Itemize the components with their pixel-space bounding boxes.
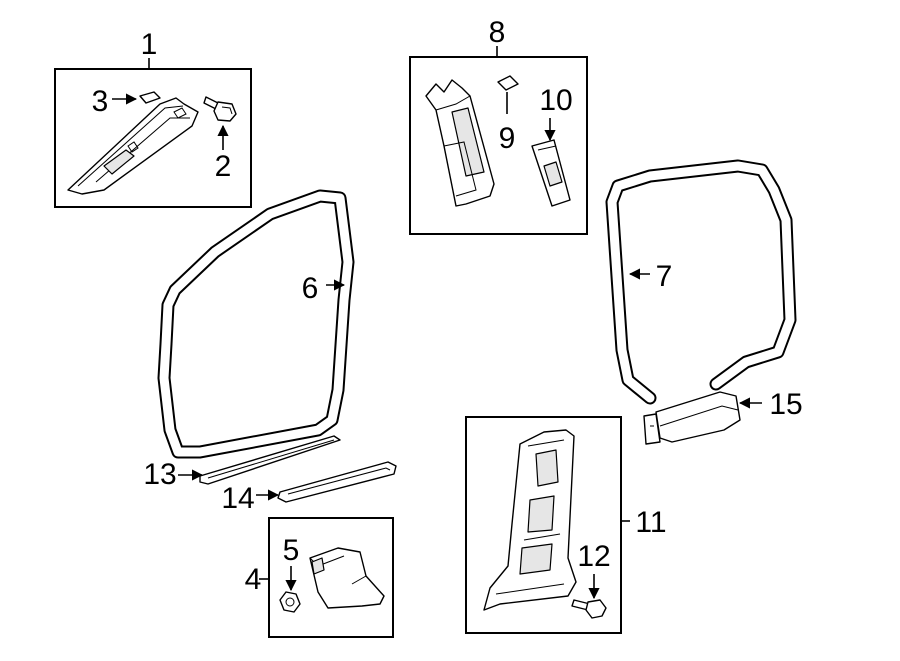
callout-11: 11 bbox=[635, 506, 666, 539]
clip-part-9 bbox=[497, 75, 519, 91]
group-8-box bbox=[409, 56, 588, 235]
nut-part bbox=[279, 591, 301, 613]
front-scuff-plate bbox=[199, 435, 341, 485]
door-scuff-plate bbox=[277, 461, 397, 503]
cowl-side-trim-part bbox=[309, 547, 385, 609]
group-11-lower-center-pillar: 11 12 bbox=[465, 416, 667, 634]
pillar-garnish-part bbox=[67, 97, 199, 195]
callout-4: 4 bbox=[245, 563, 262, 596]
callout-10: 10 bbox=[539, 84, 572, 117]
front-door-weatherstrip bbox=[157, 189, 355, 459]
callout-2: 2 bbox=[215, 150, 232, 183]
callout-13: 13 bbox=[143, 458, 176, 491]
rear-door-weatherstrip bbox=[605, 159, 797, 405]
bolt-part-12 bbox=[571, 599, 607, 619]
group-4-cowl-side-trim: 4 5 bbox=[245, 517, 394, 638]
callout-14: 14 bbox=[221, 482, 254, 515]
callout-3: 3 bbox=[92, 85, 109, 118]
callout-5: 5 bbox=[283, 534, 300, 567]
callout-1: 1 bbox=[141, 28, 158, 61]
bolt-part bbox=[203, 96, 237, 122]
callout-8: 8 bbox=[489, 16, 506, 49]
rear-scuff-bracket bbox=[643, 391, 741, 445]
group-1-box bbox=[54, 68, 252, 208]
lower-pillar-garnish-part bbox=[483, 429, 577, 611]
callout-9: 9 bbox=[499, 122, 516, 155]
callout-15: 15 bbox=[769, 388, 802, 421]
group-11-box bbox=[465, 416, 622, 634]
group-1-upper-pillar-garnish: 1 3 2 bbox=[54, 28, 252, 208]
center-pillar-garnish-part bbox=[425, 79, 495, 207]
clip-part bbox=[139, 91, 161, 104]
callout-12: 12 bbox=[577, 540, 610, 573]
group-4-box bbox=[268, 517, 394, 638]
callout-6: 6 bbox=[302, 272, 319, 305]
group-8-center-pillar-garnish: 8 9 10 bbox=[409, 16, 588, 235]
callout-7: 7 bbox=[656, 260, 673, 293]
garnish-cover-part bbox=[531, 139, 571, 207]
